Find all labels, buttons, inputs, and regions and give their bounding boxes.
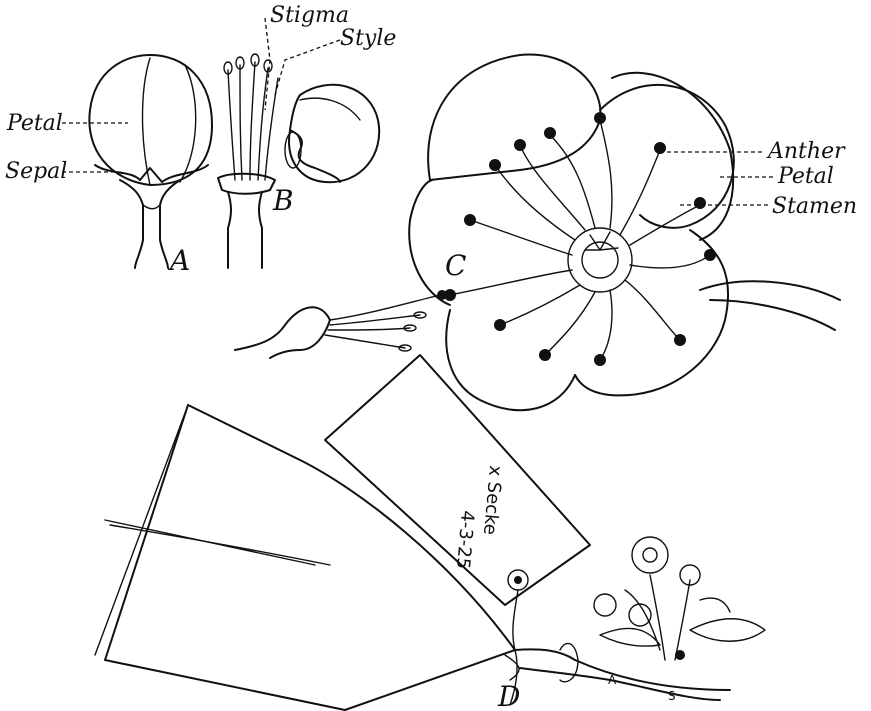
tag-text-cross: x Secke [479, 465, 506, 536]
label-stigma: Stigma [270, 3, 349, 28]
figure-letter-c: C [445, 249, 466, 282]
label-sepal: Sepal [5, 159, 67, 184]
label-petal-right: Petal [777, 164, 834, 189]
figure-letter-a: A [167, 244, 190, 277]
figure-d-bagged-branch [95, 355, 765, 710]
figure-letter-d: D [497, 680, 520, 711]
leader-lines [62, 18, 775, 205]
figure-letter-b: B [272, 184, 294, 217]
label-style: Style [340, 26, 396, 51]
branch-mark-2: S [668, 689, 676, 703]
figure-c-open-flower [235, 55, 840, 411]
figure-a-bud [89, 55, 212, 268]
figure-b-pistil [218, 54, 379, 268]
branch-mark-1: A [608, 673, 617, 687]
tag-text-date: 4-3-25 [452, 510, 478, 570]
label-anther: Anther [766, 139, 846, 164]
label-stamen: Stamen [772, 194, 857, 219]
label-petal-left: Petal [6, 111, 63, 136]
